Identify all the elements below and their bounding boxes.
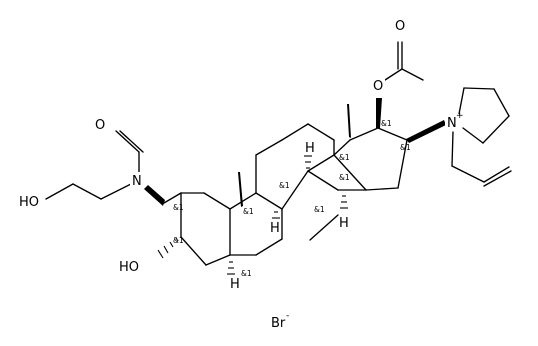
ring-a-bonds xyxy=(163,192,231,266)
stereo-label-c8: &1 xyxy=(314,205,325,214)
methyl-bonds xyxy=(238,104,351,241)
stereo-label-c16: &1 xyxy=(400,143,411,152)
hydrogen-c14: H xyxy=(339,216,349,231)
stereo-label-c3: &1 xyxy=(173,236,184,245)
hydrogen-c8: H xyxy=(305,141,315,156)
ring-a-hydroxyl-label: HO xyxy=(119,260,139,275)
stereo-label-c10: &1 xyxy=(243,207,254,216)
bromide-symbol: Br xyxy=(271,316,286,331)
pyrrolidinium-positive-charge: + xyxy=(456,111,464,121)
formamide-substituent: N O HO xyxy=(18,116,165,210)
formyl-oxygen: O xyxy=(95,118,105,133)
acetate-substituent: O O xyxy=(371,17,424,128)
stereo-label-c13: &1 xyxy=(339,153,350,162)
ester-oxygen: O xyxy=(373,79,383,94)
stereo-label-c9: &1 xyxy=(279,181,290,190)
ring-c-bonds xyxy=(255,123,335,210)
hydrogen-c9: H xyxy=(270,221,280,236)
amide-nitrogen: N xyxy=(132,174,142,189)
stereo-label-c5: &1 xyxy=(241,269,252,278)
acetyl-carbonyl-oxygen: O xyxy=(395,19,405,34)
stereo-hydrogens: H H H H xyxy=(227,141,349,292)
pyrrolidinium-substituent: N + xyxy=(406,87,512,187)
ring-a-hydroxyl: HO xyxy=(118,237,179,275)
bromide-negative-charge: - xyxy=(286,311,289,321)
bromide-counterion: Br - xyxy=(271,311,289,331)
stereo-label-c2: &1 xyxy=(173,203,184,212)
pyrrolidinium-nitrogen: N xyxy=(447,116,457,131)
hydrogen-c5: H xyxy=(230,277,240,292)
ring-d-bonds xyxy=(307,127,408,191)
stereo-label-c17: &1 xyxy=(381,119,392,128)
hydroxyethyl-hydroxyl: HO xyxy=(19,195,39,210)
stereo-label-c14: &1 xyxy=(339,173,350,182)
ring-b-bonds xyxy=(229,192,283,256)
stereocenter-labels: &1 &1 &1 &1 &1 &1 &1 &1 &1 &1 xyxy=(173,119,411,278)
